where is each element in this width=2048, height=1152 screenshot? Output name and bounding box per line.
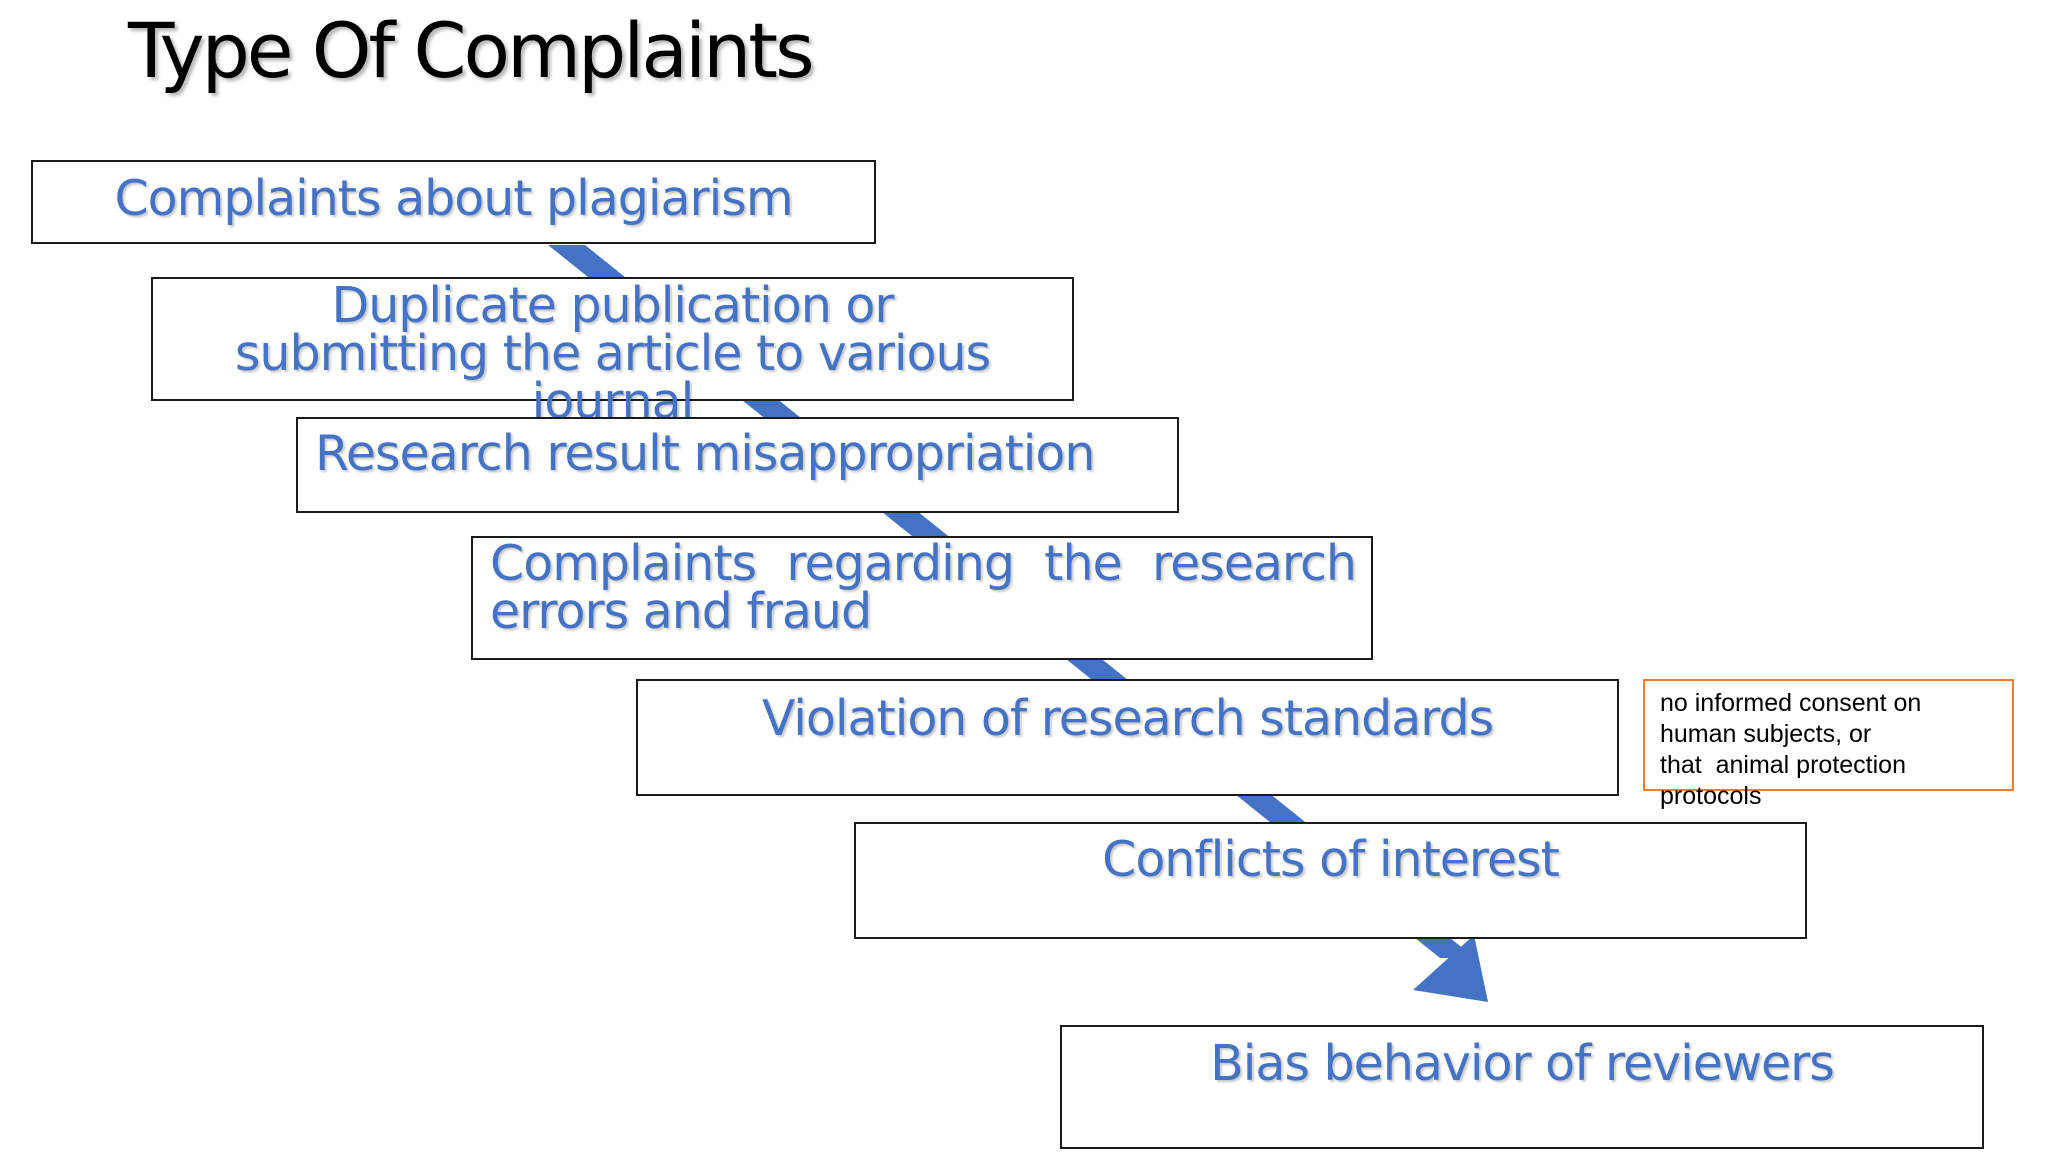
step-box-result-misappropriation: Research result misappropriation [296,417,1179,513]
step-label: Bias behavior of reviewers [1210,1035,1835,1092]
step-label: Conflicts of interest [1102,831,1560,888]
step-label: Duplicate publication or submitting the … [234,277,991,430]
standards-note: no informed consent on human subjects, o… [1643,679,2014,810]
page-title: Type Of Complaints [128,6,815,95]
step-box-reviewer-bias: Bias behavior of reviewers [1060,1025,1984,1149]
step-label: Complaints about plagiarism [114,170,793,227]
step-label: Violation of research standards [761,690,1494,747]
step-box-duplicate-publication: Duplicate publication or submitting the … [151,277,1074,426]
step-label: Research result misappropriation [315,425,1095,482]
step-box-conflicts-of-interest: Conflicts of interest [854,822,1807,939]
step-box-plagiarism: Complaints about plagiarism [31,160,876,244]
note-line: no informed consent on [1660,689,1922,717]
step-box-errors-and-fraud: Complaints regarding the research errors… [471,536,1373,660]
note-line: human subjects, or [1660,720,1872,748]
flow-arrow-head [1413,935,1488,1002]
step-label: Complaints regarding the research errors… [490,535,1357,640]
note-line: that animal protection [1660,751,1906,779]
step-box-research-standards: Violation of research standards [636,679,1619,796]
note-line: protocols [1660,782,1762,810]
